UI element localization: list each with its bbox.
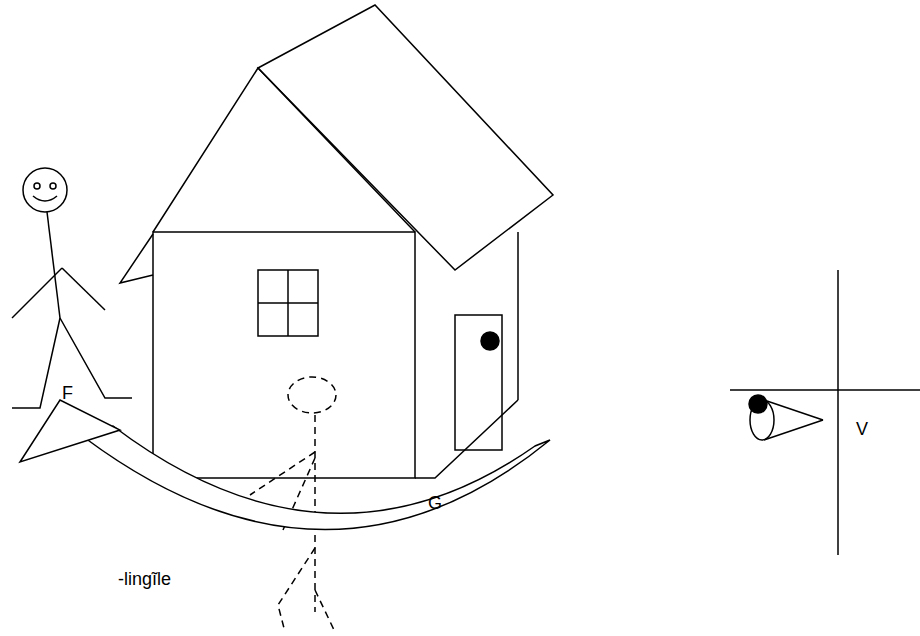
point-label: G	[428, 494, 442, 514]
curved-arrow	[20, 400, 550, 530]
arrow-label: -lingĩle	[118, 570, 171, 590]
viewer-eye	[730, 270, 920, 555]
figure-label: F	[62, 384, 73, 404]
house	[120, 5, 553, 478]
viewer-label: V	[856, 420, 868, 440]
stick-figure	[12, 168, 132, 408]
